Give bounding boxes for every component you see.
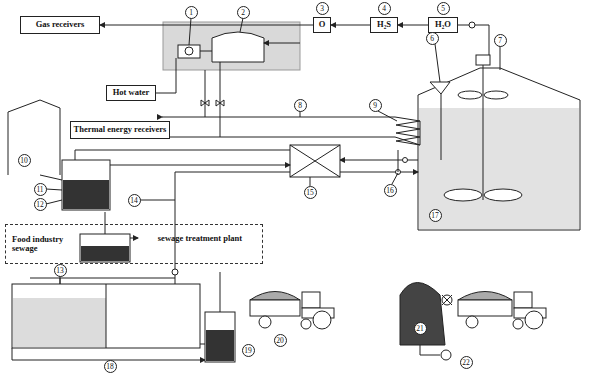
box-text: Food industry sewage — [12, 235, 74, 254]
callout-number: 12 — [34, 198, 47, 211]
callout-number: 19 — [242, 344, 255, 357]
gas-pipe — [100, 25, 313, 26]
callout-number: 9 — [369, 99, 382, 112]
callout-number: 18 — [104, 360, 117, 373]
box-text: O — [319, 20, 326, 29]
gas-pipe — [331, 25, 370, 26]
callout-number: 1 — [185, 6, 198, 19]
box-text: Thermal energy receivers — [74, 125, 167, 134]
box-text: Hot water — [113, 88, 150, 97]
callout-number: 7 — [494, 34, 507, 47]
note-label: sewage treatment plant — [158, 233, 242, 243]
callout-number: 11 — [34, 183, 47, 196]
callout-number: 2 — [237, 6, 250, 19]
box-text: Gas receivers — [36, 20, 85, 29]
text-box: H₂O — [428, 17, 458, 33]
text-box: Gas receivers — [20, 16, 100, 34]
callout-number: 21 — [414, 322, 427, 335]
callout-number: 20 — [274, 334, 287, 347]
text-box: Hot water — [106, 85, 156, 101]
callout-number: 6 — [426, 32, 439, 45]
text-box: O — [313, 17, 331, 33]
callout-number: 16 — [384, 184, 397, 197]
callout-number: 8 — [294, 99, 307, 112]
box-text: H₂S — [377, 20, 391, 29]
callout-number: 14 — [128, 194, 141, 207]
text-box: Thermal energy receivers — [70, 121, 171, 139]
gas-pipe — [398, 25, 428, 26]
text-box: H₂S — [370, 17, 398, 33]
callout-number: 22 — [460, 356, 473, 369]
callout-number: 10 — [18, 154, 31, 167]
sewage-region: Food industry sewage — [5, 224, 263, 264]
callout-number: 17 — [429, 209, 442, 222]
callout-number: 4 — [378, 2, 391, 15]
callout-number: 5 — [437, 2, 450, 15]
callout-number: 15 — [304, 186, 317, 199]
callout-number: 3 — [316, 2, 329, 15]
callout-number: 13 — [54, 264, 67, 277]
box-text: H₂O — [435, 20, 451, 29]
